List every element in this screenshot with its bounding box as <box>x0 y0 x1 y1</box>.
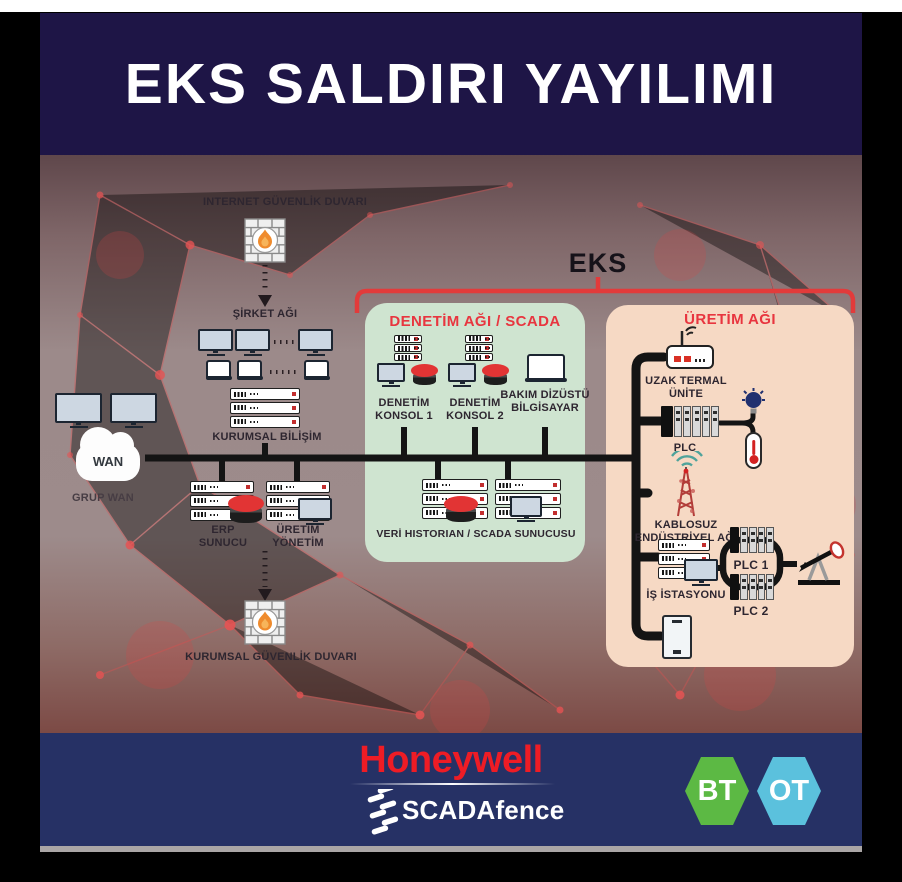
scada-drop-lines <box>401 427 548 479</box>
workstation-monitor-icon <box>684 559 718 581</box>
maintenance-laptop-icon <box>527 354 565 380</box>
konsol1-monitor-icon <box>377 363 405 382</box>
internet-firewall-label: INTERNET GÜVENLİK DUVARI <box>202 196 368 208</box>
plc1-label: PLC 1 <box>733 558 769 572</box>
scada-server-monitor-icon <box>510 496 542 517</box>
konsol1-label: DENETİM KONSOL 1 <box>375 397 433 423</box>
company-network-label: ŞİRKET AĞI <box>232 308 298 320</box>
maintenance-laptop-label: BAKIM DİZÜSTÜ BİLGİSAYAR <box>500 389 590 415</box>
wan-cloud: WAN <box>76 427 140 481</box>
bottom-gray-strip <box>40 846 862 852</box>
production-mgmt-label: ÜRETİM YÖNETİM <box>272 524 324 550</box>
thermometer-icon <box>745 432 762 469</box>
network-diagram: INTERNET GÜVENLİK DUVARI ŞİRKET AĞI KURU… <box>40 155 862 733</box>
production-zone-box <box>606 305 854 667</box>
konsol2-database-icon <box>482 364 509 385</box>
it-drop-lines <box>219 443 300 482</box>
corporate-it-label: KURUMSAL BİLİŞİM <box>212 431 322 443</box>
footer-banner: Honeywell SCADAfence BT OT <box>40 733 862 846</box>
monitor-icon <box>235 329 270 351</box>
laptop-icon <box>237 360 262 378</box>
konsol2-label: DENETİM KONSOL 2 <box>446 397 504 423</box>
ot-badge: OT <box>757 757 821 825</box>
antenna-icon <box>680 326 697 345</box>
konsol2-monitor-icon <box>448 363 476 382</box>
database-icon <box>228 495 264 523</box>
monitor-icon <box>55 393 102 423</box>
page-title: EKS SALDIRI YAYILIMI <box>124 52 778 116</box>
monitor-icon <box>110 393 157 423</box>
scadafence-logo-icon <box>367 789 399 835</box>
bt-badge-label: BT <box>697 774 737 807</box>
dotted-peer-links <box>270 340 300 374</box>
group-wan-label: GRUP WAN <box>72 492 134 504</box>
plc2-icon <box>730 574 774 600</box>
production-zone-title: ÜRETİM AĞI <box>684 311 776 328</box>
header-banner: EKS SALDIRI YAYILIMI <box>40 13 862 155</box>
ot-badge-label: OT <box>768 774 810 807</box>
erp-server-label: ERP SUNUCU <box>198 524 248 550</box>
plc2-label: PLC 2 <box>733 604 769 618</box>
laptop-icon <box>206 360 231 378</box>
bt-badge: BT <box>685 757 749 825</box>
honeywell-logo: Honeywell <box>359 739 543 781</box>
konsol1-server-icon <box>394 335 422 362</box>
radio-tower-icon <box>677 467 695 517</box>
workstation-label: İŞ İSTASYONU <box>646 589 726 601</box>
production-branches <box>631 416 666 562</box>
arrowhead-bottom <box>258 589 272 601</box>
eks-bracket <box>354 277 856 313</box>
wifi-icon <box>671 451 703 467</box>
wan-label: WAN <box>92 454 124 469</box>
erp-server-icon <box>190 481 254 521</box>
plc-icon <box>661 406 720 437</box>
arrowhead-top <box>258 295 272 307</box>
separator-line <box>350 783 555 785</box>
pumpjack-icon <box>798 541 845 585</box>
eks-label: EKS <box>568 248 628 278</box>
scadafence-logo: SCADAfence <box>402 795 565 825</box>
corporate-firewall-icon <box>244 600 286 645</box>
historian-database-icon <box>444 496 478 522</box>
corporate-it-server-icon <box>230 388 300 428</box>
konsol2-server-icon <box>465 335 493 362</box>
rtu-router-icon <box>666 345 714 369</box>
monitor-icon <box>298 498 332 520</box>
monitor-icon <box>198 329 233 351</box>
internet-firewall-icon <box>244 218 286 263</box>
historian-label: VERİ HISTORIAN / SCADA SUNUCUSU <box>376 528 576 540</box>
laptop-icon <box>304 360 329 378</box>
monitor-icon <box>298 329 333 351</box>
infographic-card: EKS SALDIRI YAYILIMI <box>40 13 862 852</box>
rtu-label: UZAK TERMAL ÜNİTE <box>645 375 727 401</box>
top-margin <box>0 0 902 12</box>
corporate-firewall-label: KURUMSAL GÜVENLİK DUVARI <box>185 651 357 663</box>
connector-lines <box>145 265 856 641</box>
lightbulb-icon <box>742 388 765 414</box>
plc1-icon <box>730 527 774 553</box>
konsol1-database-icon <box>411 364 438 385</box>
scada-zone-title: DENETİM AĞI / SCADA <box>389 313 561 330</box>
tablet-icon <box>662 615 692 659</box>
